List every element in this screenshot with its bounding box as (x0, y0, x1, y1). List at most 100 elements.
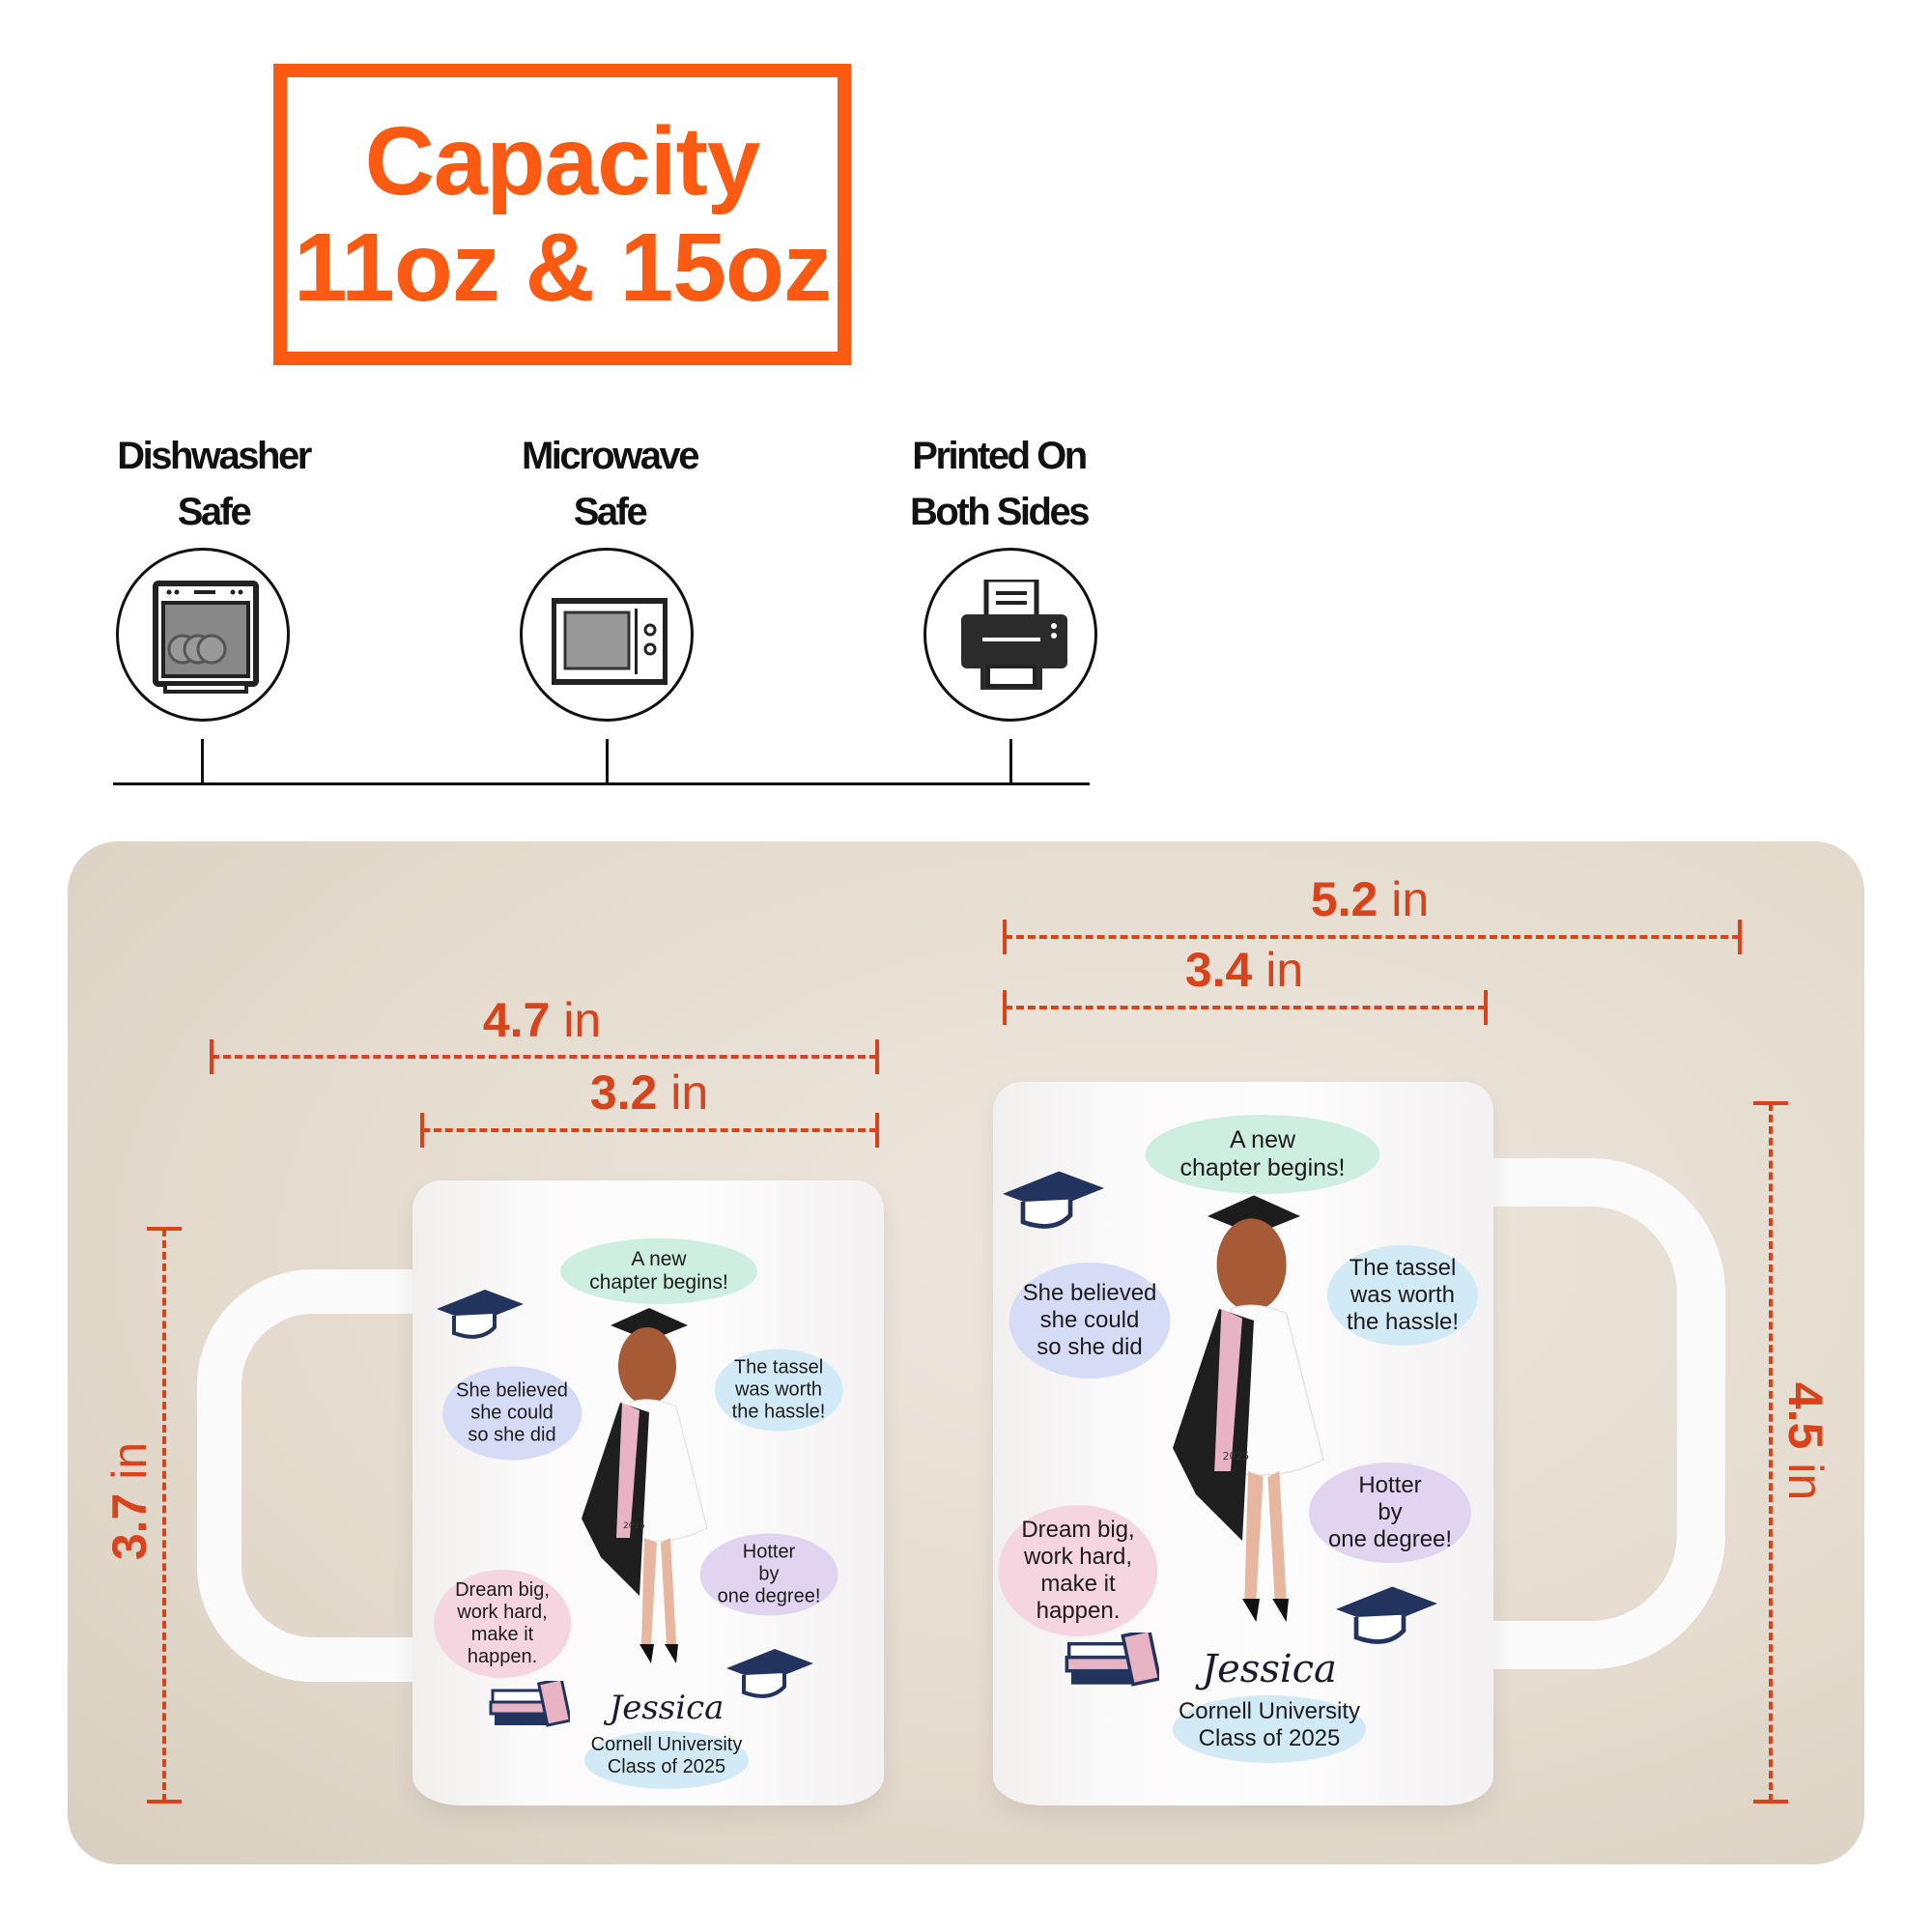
name-bubble (584, 1731, 749, 1789)
connector-tick (606, 739, 609, 785)
quote-line: The tassel (733, 1356, 824, 1378)
quote-line: so she did (1037, 1334, 1143, 1360)
stole-text: 2025 (623, 1521, 645, 1531)
large-body-width-label: 3.4 in (1185, 942, 1303, 998)
dishwasher-icon (116, 548, 290, 722)
quote-line: so she did (468, 1424, 556, 1446)
quote-line: She believed (1022, 1280, 1157, 1306)
capacity-title: Capacity (364, 107, 761, 215)
graduate-figure: 2025 (582, 1308, 708, 1663)
dim-value: 3.7 (102, 1492, 156, 1561)
quote-line: she could (470, 1402, 554, 1424)
quote-line: by (758, 1563, 780, 1585)
dim-value: 4.5 (1778, 1381, 1833, 1450)
class-line: Class of 2025 (1198, 1725, 1341, 1751)
quote-line: one degree! (1327, 1526, 1453, 1552)
quote-line: Hotter (1358, 1472, 1422, 1498)
connector-tick (1009, 739, 1012, 785)
grad-cap-icon (726, 1649, 813, 1698)
dim-unit: in (1778, 1463, 1833, 1501)
quote-line: happen. (1036, 1598, 1121, 1624)
small-total-width-line (210, 1039, 879, 1074)
small-body-width-line (420, 1113, 879, 1148)
quote-line: make it (470, 1624, 534, 1645)
capacity-sizes: 11oz & 15oz (294, 213, 832, 322)
quote-line: chapter begins! (589, 1271, 728, 1293)
microwave-icon (520, 548, 694, 722)
feature-line: Both Sides (910, 491, 1090, 533)
printer-icon (923, 548, 1097, 722)
large-total-width-label: 5.2 in (1311, 871, 1429, 927)
graduate-name: Jessica (609, 1689, 724, 1727)
quote-line: the hassle! (1346, 1309, 1460, 1335)
books-icon (489, 1681, 570, 1727)
large-height-label: 4.5 in (1777, 1382, 1833, 1500)
small-body-width-label: 3.2 in (590, 1065, 708, 1121)
quote-line: she could (1039, 1307, 1140, 1333)
feature-printed-label: Printed On Both Sides (854, 428, 1144, 540)
dim-unit: in (563, 993, 602, 1047)
quote-line: She believed (456, 1379, 568, 1402)
quote-line: Dream big, (455, 1579, 550, 1601)
quote-line: was worth (734, 1378, 823, 1401)
quote-line: work hard, (1023, 1544, 1133, 1570)
small-total-width-label: 4.7 in (483, 992, 601, 1048)
books-icon (1065, 1633, 1159, 1687)
school-line: Cornell University (1178, 1698, 1361, 1724)
graduate-figure: 2025 (1173, 1195, 1324, 1622)
quote-line: chapter begins! (1179, 1154, 1346, 1181)
quote-line: The tassel (1349, 1255, 1457, 1281)
feature-dishwasher-label: Dishwasher Safe (69, 428, 358, 540)
feature-line: Safe (573, 491, 648, 533)
feature-microwave-label: Microwave Safe (465, 428, 754, 540)
quote-line: Hotter (742, 1541, 796, 1563)
quote-line: A new (1229, 1126, 1296, 1153)
dim-unit: in (102, 1441, 156, 1480)
dim-unit: in (670, 1065, 709, 1120)
large-height-line (1753, 1101, 1788, 1804)
small-height-line (147, 1227, 182, 1804)
quote-line: one degree! (717, 1585, 821, 1607)
dim-value: 4.7 (482, 993, 551, 1047)
grad-cap-icon (1336, 1586, 1437, 1644)
dim-value: 5.2 (1310, 872, 1378, 926)
small-height-label: 3.7 in (101, 1442, 157, 1560)
graduate-name: Jessica (1202, 1647, 1337, 1691)
quote-line: work hard, (457, 1602, 548, 1623)
school-line: Cornell University (590, 1734, 743, 1755)
feature-line: Microwave (521, 435, 700, 477)
grad-cap-icon (437, 1290, 524, 1339)
connector-line (113, 782, 1090, 785)
name-bubble (1173, 1695, 1366, 1763)
small-mug-handle (197, 1269, 448, 1682)
dim-unit: in (1265, 943, 1304, 997)
connector-tick (201, 739, 204, 785)
dim-unit: in (1391, 872, 1430, 926)
quote-line: Dream big, (1021, 1517, 1135, 1543)
feature-line: Printed On (912, 435, 1088, 477)
large-total-width-line (1003, 920, 1742, 954)
quote-line: by (1378, 1499, 1403, 1525)
quote-line: make it (1040, 1571, 1116, 1597)
quote-line: A new (631, 1248, 687, 1270)
quote-line: happen. (467, 1646, 538, 1667)
quote-line: was worth (1350, 1282, 1456, 1308)
capacity-box: Capacity 11oz & 15oz (273, 64, 851, 365)
dim-value: 3.2 (589, 1065, 658, 1120)
feature-line: Safe (177, 491, 252, 533)
feature-line: Dishwasher (117, 435, 312, 477)
quote-line: the hassle! (731, 1401, 826, 1423)
stole-text: 2025 (1223, 1450, 1249, 1463)
